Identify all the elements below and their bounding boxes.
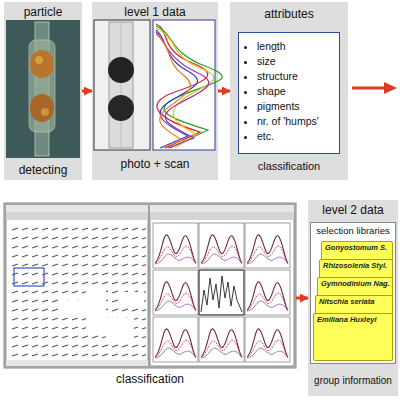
plot-grid <box>153 223 290 362</box>
screenshot <box>4 203 296 368</box>
plot-cell <box>245 270 290 315</box>
panel-caption: classification <box>230 160 348 173</box>
flow-arrow <box>296 297 308 300</box>
flow-arrow <box>82 90 92 93</box>
plot-cell <box>199 223 244 268</box>
plot-cell <box>153 317 198 362</box>
folder-label: Gymnodinium Nag. <box>321 280 392 289</box>
toolbar <box>150 212 294 220</box>
plot-lines <box>247 235 288 264</box>
panel-caption: group information <box>308 375 398 387</box>
empty-block <box>86 288 106 330</box>
level2-panel: level 2 data group information selection l… <box>308 200 398 396</box>
library-folder: Emiliana Huxleyi <box>313 313 393 361</box>
title-bar <box>6 205 148 212</box>
plot-lines <box>247 329 288 358</box>
empty-block <box>118 292 144 306</box>
library-box: selection librariesGonyostomum S. Rhizoso… <box>310 222 396 364</box>
window <box>150 205 294 366</box>
window <box>6 205 148 366</box>
title-bar <box>150 205 294 212</box>
folder-label: Gonyostomum S. <box>325 244 392 253</box>
plot-lines <box>247 282 288 311</box>
panel-caption: photo + scan <box>92 158 218 172</box>
attribute-list-box: lengthsizestructureshapepigmentsnr. of '… <box>238 32 340 154</box>
panel-heading: attributes <box>230 8 348 22</box>
classification-panel: classification <box>4 200 296 396</box>
attribute-item: structure <box>257 69 339 84</box>
attribute-item: etc. <box>257 129 339 144</box>
status-bar <box>6 360 148 366</box>
attribute-item: shape <box>257 84 339 99</box>
plot-cell <box>153 223 198 268</box>
arrow-head <box>384 82 397 94</box>
plot-lines <box>201 276 242 312</box>
folder-label: Nitschia seriata <box>319 298 392 307</box>
plot-lines <box>155 235 196 264</box>
panel-heading: level 2 data <box>308 204 398 218</box>
arrow-shaft <box>352 87 386 90</box>
panel-heading: selection libraries <box>311 226 395 237</box>
outgoing-arrow <box>352 82 397 94</box>
plot-cell <box>245 317 290 362</box>
attribute-item: size <box>257 54 339 69</box>
selection-rect <box>14 268 44 286</box>
level1-panel: level 1 data photo + scan <box>92 2 218 180</box>
plot-lines <box>201 235 242 264</box>
plot-cell <box>199 270 244 315</box>
attributes-panel: attributes classification lengthsizestruct… <box>230 2 348 180</box>
attribute-item: nr. of 'humps' <box>257 114 339 129</box>
plot-lines <box>155 282 196 311</box>
plot-lines <box>201 329 242 358</box>
toolbar <box>6 212 148 220</box>
folder-label: Emiliana Huxleyi <box>317 316 392 325</box>
particle-panel: particle detecting <box>4 2 82 180</box>
empty-block <box>106 318 134 344</box>
attribute-item: length <box>257 39 339 54</box>
plot-cell <box>153 270 198 315</box>
panel-heading: level 1 data <box>92 6 218 20</box>
particle-grid <box>8 222 146 360</box>
plot-cell <box>245 223 290 268</box>
screen-frame <box>4 203 296 368</box>
folder-label: Rhizosolenia Styl. <box>323 262 392 271</box>
plot-lines <box>155 329 196 358</box>
plot-cell <box>199 317 244 362</box>
panel-heading: particle <box>4 6 82 20</box>
attribute-item: pigments <box>257 99 339 114</box>
panel-caption: detecting <box>4 164 82 178</box>
flow-arrow <box>218 90 230 93</box>
panel-heading: classification <box>4 373 296 387</box>
empty-block <box>62 300 86 318</box>
bullet-list: lengthsizestructureshapepigmentsnr. of '… <box>239 33 339 144</box>
